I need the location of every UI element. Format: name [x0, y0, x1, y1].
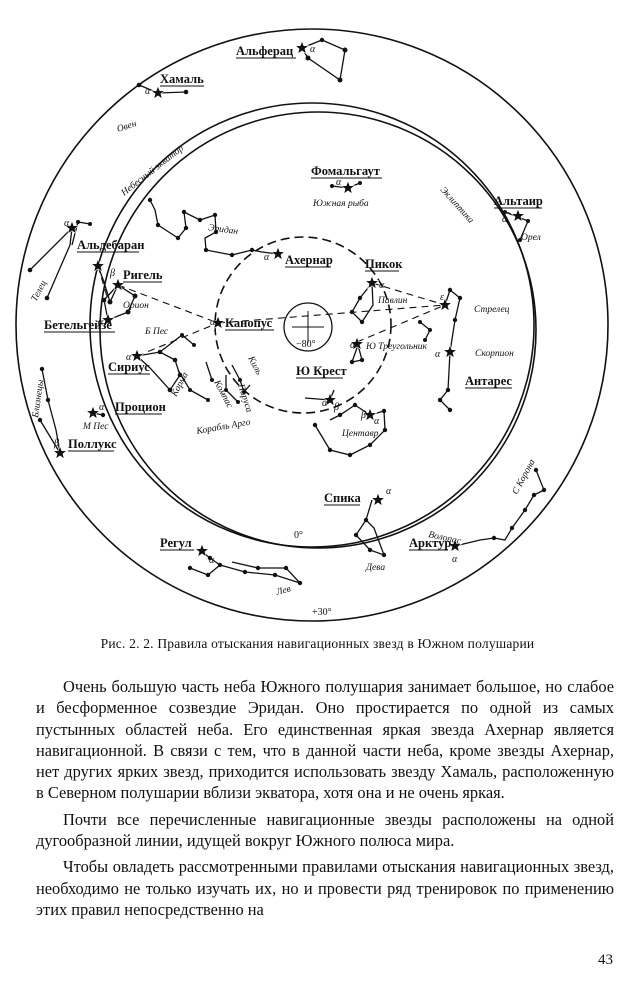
svg-text:ε: ε [440, 292, 444, 303]
svg-text:α: α [322, 398, 328, 409]
vela-label: Паруса [235, 382, 254, 414]
procyon-label: Процион [115, 400, 166, 414]
star-icon [349, 336, 365, 351]
svg-text:α: α [336, 177, 342, 188]
virgo-label: Дева [365, 563, 385, 573]
ecliptic-label: Эклиптика [438, 185, 476, 225]
corona-label: С Корона [511, 458, 538, 497]
canis-major-label: Б Пес [144, 327, 169, 337]
svg-text:β: β [109, 268, 115, 279]
star-icon [129, 348, 145, 363]
pole-circle [283, 302, 333, 352]
svg-text:α: α [435, 349, 441, 360]
star-icon [64, 220, 80, 235]
svg-text:α: α [452, 554, 458, 565]
aldebaran-label: Альдебаран [77, 238, 144, 252]
svg-text:α: α [502, 214, 508, 225]
paragraph-3: Чтобы овладеть рассмотренными правилами … [36, 857, 614, 919]
svg-text:α: α [64, 218, 70, 229]
star-icon [210, 315, 226, 330]
body-text: Очень большую часть неба Южного полушари… [36, 676, 614, 925]
leo-label: Лев [274, 584, 292, 598]
star-icon [322, 392, 338, 407]
star-icon [100, 312, 116, 327]
orion-label: Орион [123, 301, 149, 311]
equator-label: Небесный экватор [118, 143, 186, 199]
page-number: 43 [598, 952, 613, 968]
canis-minor-label: М Пес [82, 422, 109, 432]
plus30-deg-label: +30° [312, 607, 332, 618]
altair-label: Альтаир [494, 194, 543, 208]
peacock-label: Пикок [365, 257, 403, 271]
star-icon [447, 538, 463, 553]
pavo-label: Павлин [377, 296, 408, 306]
star-icon [110, 277, 126, 292]
star-icon [194, 543, 210, 558]
centaurus-label: Центавр [341, 429, 379, 439]
svg-text:α: α [126, 352, 132, 363]
svg-text:α: α [386, 486, 392, 497]
star-icon [294, 40, 310, 55]
rigel-label: Ригель [123, 268, 163, 282]
gemini-label: Близнецы [31, 379, 46, 420]
star-icon [364, 275, 380, 290]
fomalhaut-label: Фомальгаут [311, 164, 380, 178]
star-icon [510, 208, 526, 223]
crux-label: Ю Крест [296, 364, 347, 378]
svg-text:α: α [374, 416, 380, 427]
alpheratz-label: Альферац [236, 44, 293, 58]
achernar-label: Ахернар [285, 253, 333, 267]
regulus-label: Регул [160, 536, 192, 550]
svg-text:α: α [264, 252, 270, 263]
betelgeuse-label: Бетельгейзе [44, 318, 112, 332]
svg-text:α: α [98, 317, 104, 328]
svg-text:α: α [210, 317, 216, 328]
svg-text:β: β [333, 402, 339, 413]
sirius-label: Сириус [108, 360, 150, 374]
star-icon [437, 297, 453, 312]
outer-circle [15, 28, 609, 622]
star-icon [442, 344, 458, 359]
star-icon [340, 180, 356, 195]
svg-text:α: α [209, 555, 215, 566]
aries-label: Овен [116, 119, 138, 135]
paragraph-2: Почти все перечисленные навигационные зв… [36, 809, 614, 851]
scorpius-label: Скорпион [475, 349, 514, 359]
antares-label: Антарес [465, 374, 512, 388]
argo-label: Корабль Арго [195, 417, 252, 438]
svg-text:β: β [53, 438, 59, 449]
star-icon [150, 85, 166, 100]
canopus-label: Канопус [225, 316, 273, 330]
svg-text:β: β [360, 410, 366, 421]
star-chart: Альферац Хамаль Фомальгаут Альтаир Альде… [15, 28, 609, 622]
star-icon [270, 246, 286, 261]
svg-text:α: α [99, 402, 105, 413]
star-icon [85, 405, 101, 420]
aquila-label: Орел [521, 233, 541, 243]
paragraph-1: Очень большую часть неба Южного полушари… [36, 677, 614, 803]
eridanus-label: Эридан [208, 222, 240, 237]
star-icon [90, 258, 106, 273]
triangulum-label: Ю Треугольник [365, 342, 428, 352]
svg-text:α: α [145, 86, 151, 97]
star-icon [362, 407, 378, 422]
equator-circle [89, 102, 535, 548]
declination-circle [214, 236, 392, 414]
svg-text:α: α [310, 44, 316, 55]
svg-text:α: α [350, 340, 356, 351]
pollux-label: Поллукс [68, 437, 117, 451]
spica-label: Спика [324, 491, 361, 505]
pole-label: −80° [296, 339, 316, 350]
star-icon [370, 492, 386, 507]
star-icon [52, 445, 68, 460]
arcturus-label: Арктур [409, 536, 451, 550]
piscis-austrinus-label: Южная рыба [312, 198, 369, 209]
sagittarius-label: Стрелец [474, 305, 510, 315]
ecliptic-circle [99, 111, 537, 549]
zero-deg-label: 0° [294, 530, 303, 541]
figure-caption: Рис. 2. 2. Правила отыскания навигационн… [100, 636, 535, 651]
hamal-label: Хамаль [160, 72, 204, 86]
carina-label: Киль [245, 354, 264, 377]
svg-text:α: α [379, 280, 385, 291]
